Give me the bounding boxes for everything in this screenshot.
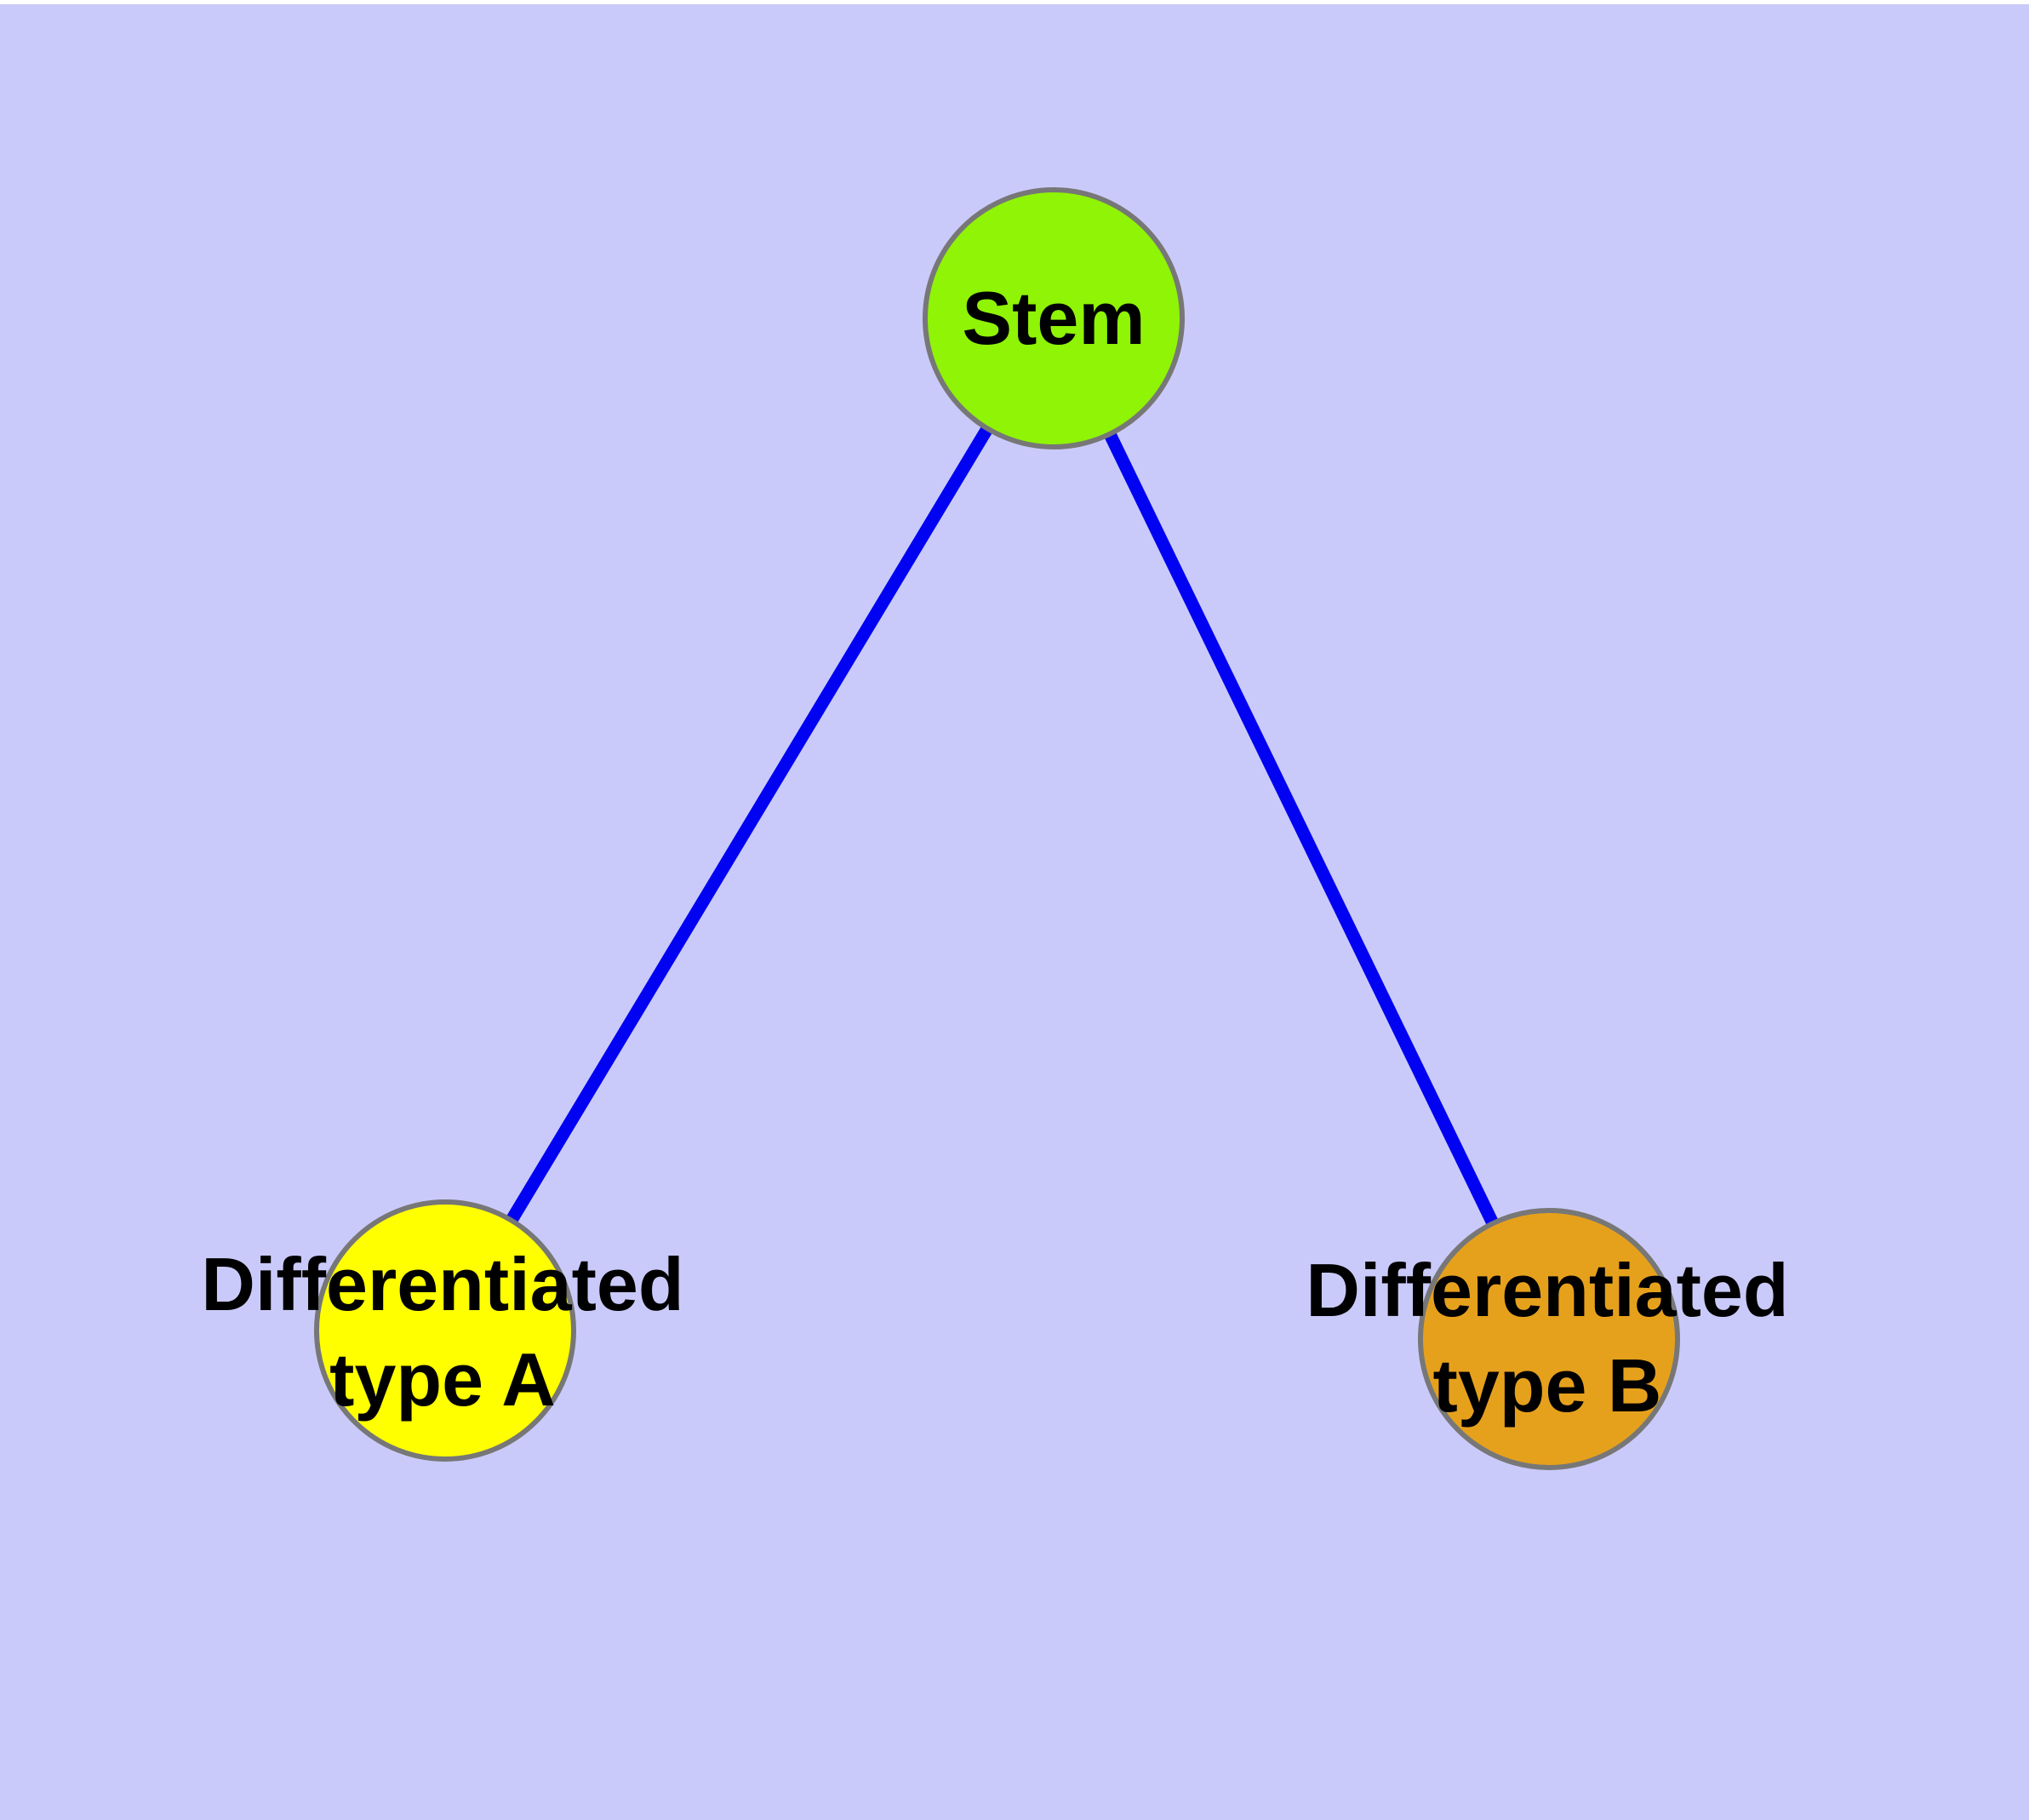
node-type-b-label-line2: type B xyxy=(1432,1343,1662,1428)
node-type-b-label: Differentiated type B xyxy=(1306,1243,1788,1434)
node-stem-label: Stem xyxy=(962,271,1145,366)
node-type-b-label-line1: Differentiated xyxy=(1306,1248,1789,1332)
node-type-a-label: Differentiated type A xyxy=(201,1237,683,1428)
edge-stem-to-type-a xyxy=(439,315,1060,1334)
edge-stem-to-type-b xyxy=(1048,315,1555,1342)
node-stem-circle xyxy=(923,187,1185,449)
node-type-a-label-line1: Differentiated xyxy=(201,1242,684,1326)
node-type-a-circle xyxy=(314,1199,576,1462)
node-type-a-label-line2: type A xyxy=(329,1337,556,1422)
node-stem-label-text: Stem xyxy=(962,276,1146,360)
node-type-b-circle xyxy=(1418,1208,1680,1470)
